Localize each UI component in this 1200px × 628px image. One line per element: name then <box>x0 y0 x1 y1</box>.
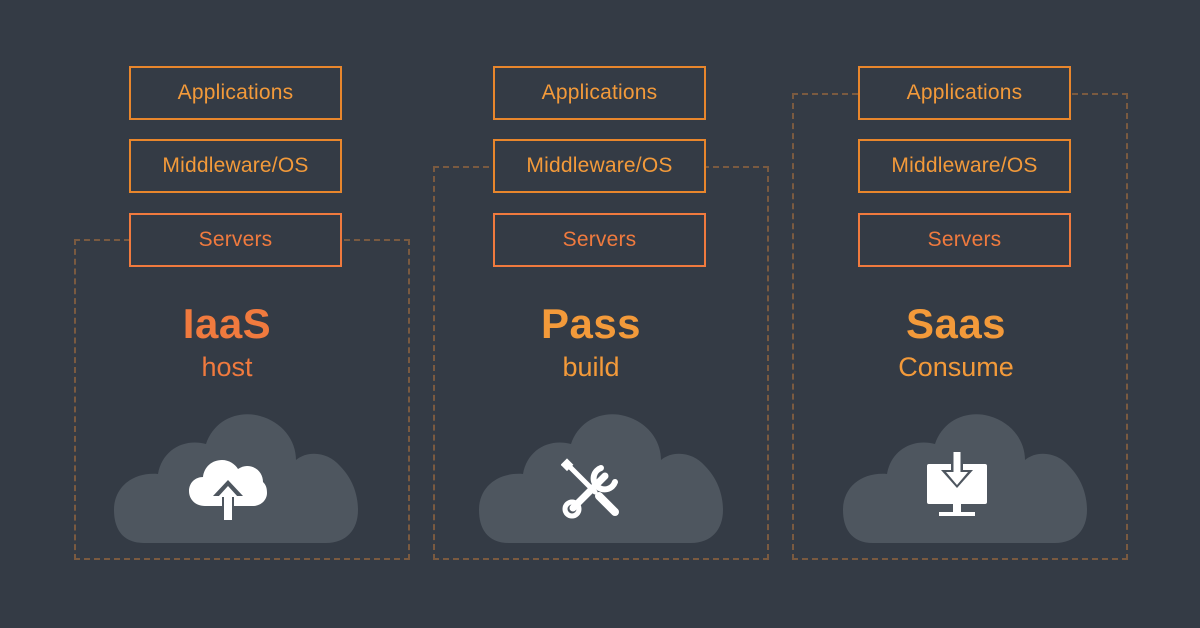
paas-middleware-layer: Middleware/OS <box>493 139 706 193</box>
paas-servers-layer: Servers <box>493 213 706 267</box>
download-monitor-icon <box>927 450 987 516</box>
tools-icon <box>561 458 619 519</box>
saas-subtitle: Consume <box>898 352 1014 382</box>
cloud-upload-icon <box>189 460 267 522</box>
saas-middleware-layer: Middleware/OS <box>858 139 1071 193</box>
iaas-title: IaaS <box>182 300 272 347</box>
saas-applications-layer: Applications <box>858 66 1071 120</box>
iaas-subtitle: host <box>201 352 253 382</box>
iaas-middleware-layer: Middleware/OS <box>129 139 342 193</box>
paas-applications-layer: Applications <box>493 66 706 120</box>
iaas-applications-layer: Applications <box>129 66 342 120</box>
paas-subtitle: build <box>562 352 620 382</box>
iaas-servers-layer: Servers <box>129 213 342 267</box>
saas-servers-layer: Servers <box>858 213 1071 267</box>
paas-title: Pass <box>540 300 642 347</box>
saas-title: Saas <box>905 300 1007 347</box>
